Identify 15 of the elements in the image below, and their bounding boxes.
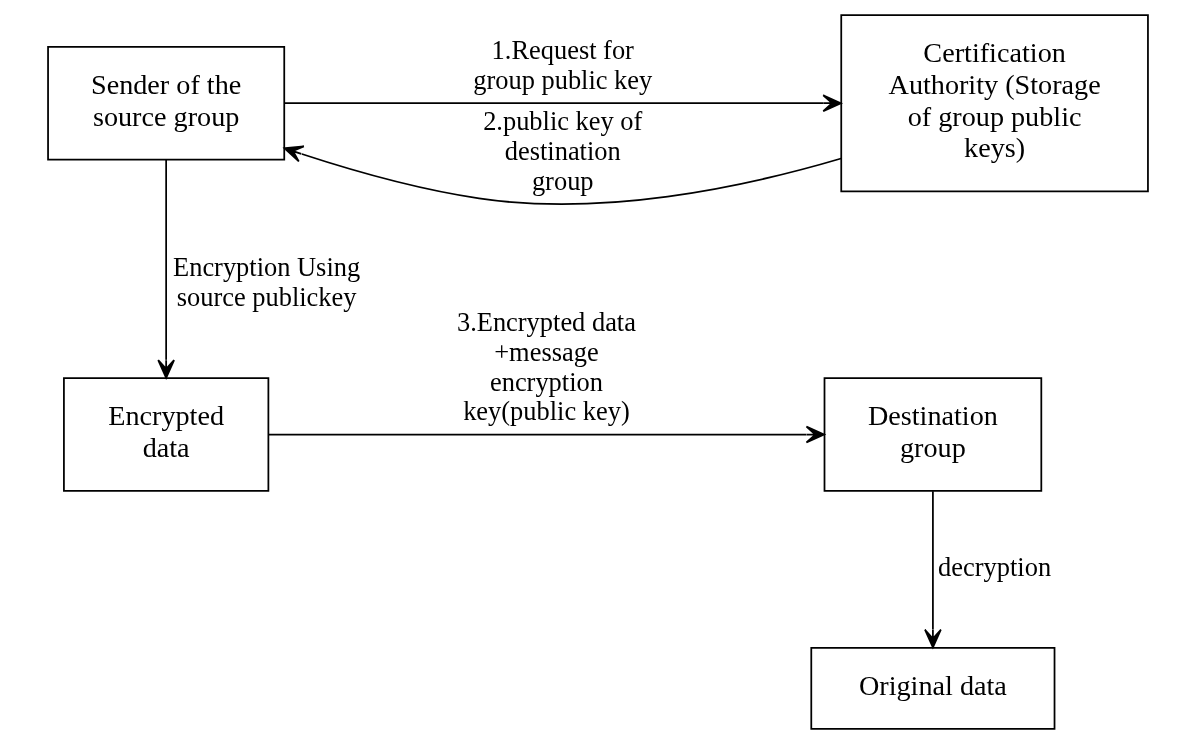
arrow — [156, 158, 175, 379]
edge-label: 1.Request for group public key — [472, 35, 652, 96]
edge-label: Encryption Using source publickey — [172, 251, 360, 312]
arrow — [283, 145, 842, 205]
edge-label: decryption — [937, 551, 1051, 582]
edge-label: 2.public key of destination group — [482, 105, 642, 196]
node-box: Certification Authority (Storage of group public keys) — [839, 14, 1149, 193]
node-box: Destination group — [823, 377, 1042, 492]
arrow — [923, 490, 942, 649]
node-box: Sender of the source group — [46, 45, 285, 161]
arrow — [283, 94, 842, 112]
node-box: Encrypted data — [62, 377, 269, 492]
edge-label: 3.Encrypted data +message encryption key(public key) — [456, 306, 636, 427]
arrow — [267, 425, 825, 444]
node-box: Original data — [809, 647, 1055, 730]
